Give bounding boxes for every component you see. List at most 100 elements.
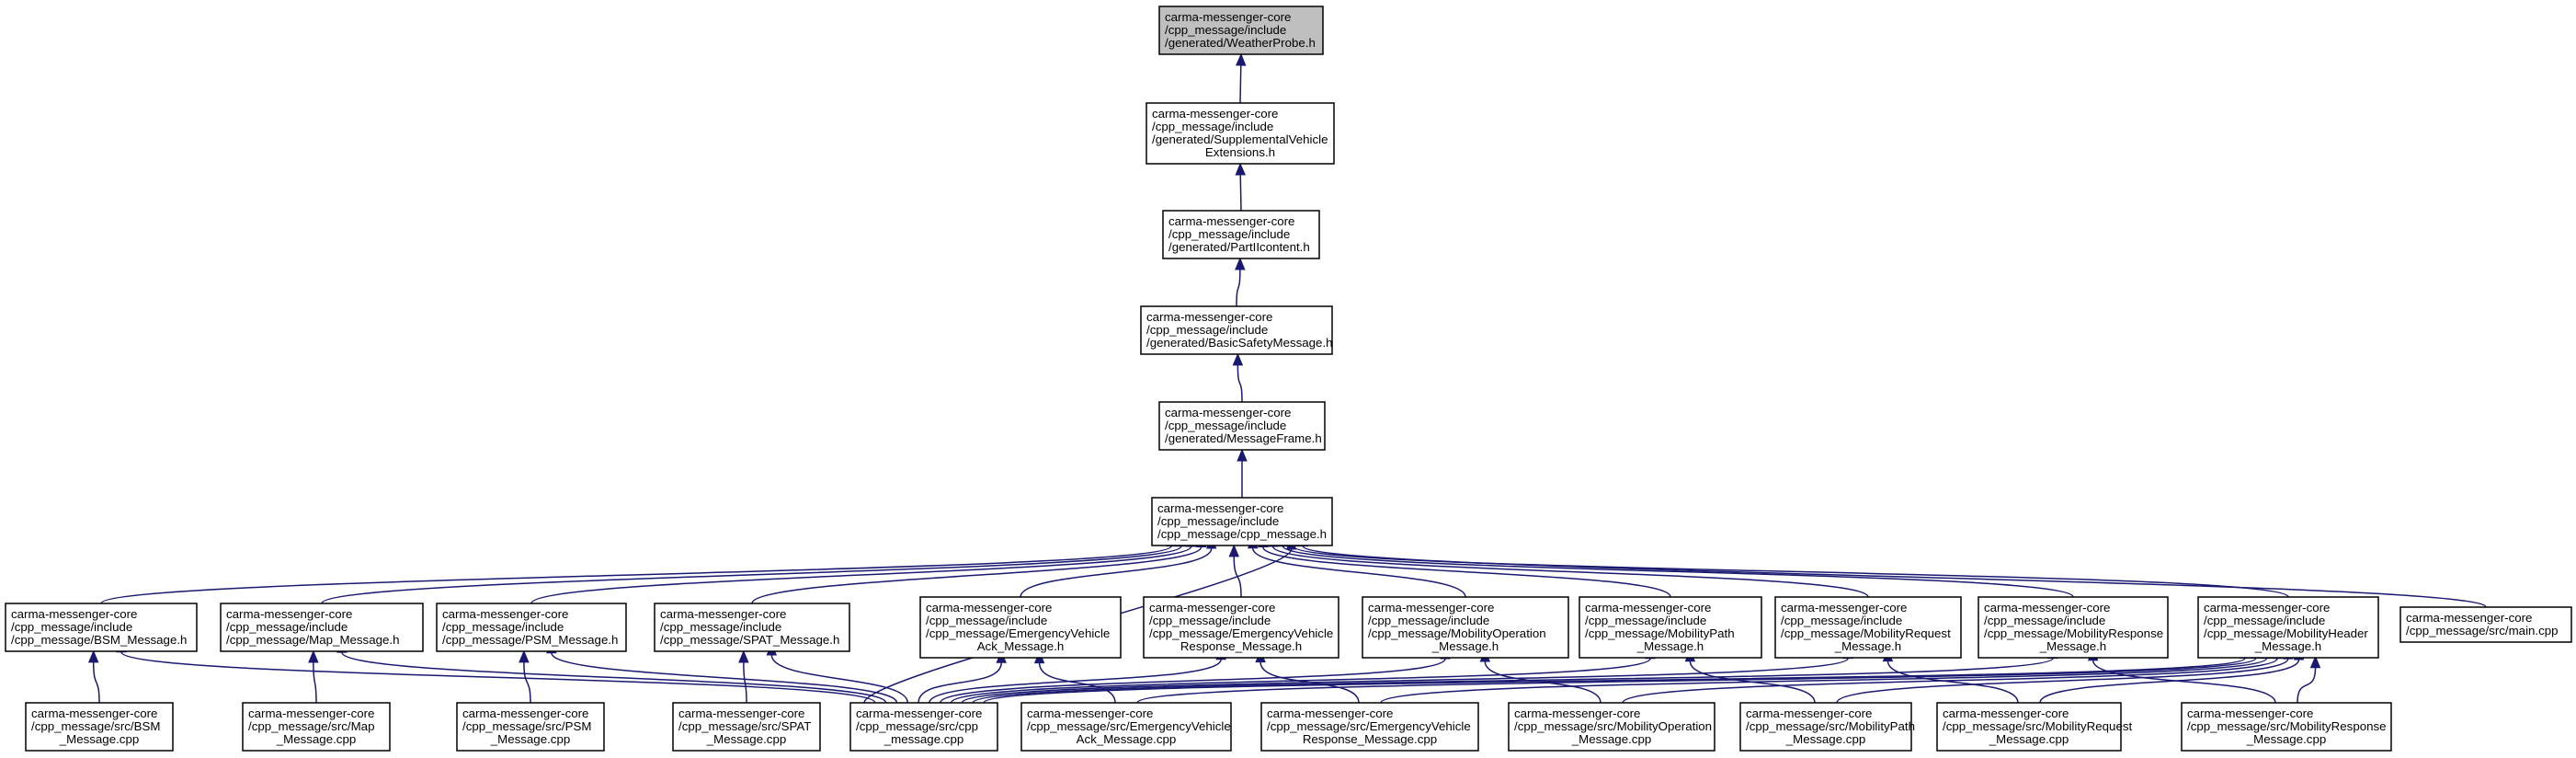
node-psm_h[interactable]: carma-messenger-core/cpp_message/include… — [436, 603, 627, 652]
node-box-evr_h[interactable] — [1143, 596, 1339, 659]
node-label-msgframe-line-0: carma-messenger-core — [1165, 406, 1291, 419]
node-mop_h[interactable]: carma-messenger-core/cpp_message/include… — [1362, 596, 1569, 659]
node-label-bsm_cpp-line-1: /cpp_message/src/BSM — [31, 719, 160, 733]
node-box-psm_cpp[interactable] — [456, 702, 605, 752]
node-label-mop_cpp-line-1: /cpp_message/src/MobilityOperation — [1514, 719, 1712, 733]
node-map_h[interactable]: carma-messenger-core/cpp_message/include… — [220, 603, 424, 652]
node-label-psm_h-line-1: /cpp_message/include — [442, 620, 564, 634]
node-mresp_cpp[interactable]: carma-messenger-core/cpp_message/src/Mob… — [2181, 702, 2392, 752]
node-label-map_h-line-1: /cpp_message/include — [226, 620, 348, 634]
node-box-spat_cpp[interactable] — [672, 702, 821, 752]
node-msgframe[interactable]: carma-messenger-core/cpp_message/include… — [1158, 401, 1326, 451]
edge-mresp_h-to-mresp_cpp — [2092, 660, 2276, 704]
edge-mpath_h-to-cpp_message_cpp — [950, 658, 1651, 704]
edge-cpp_message_h-to-mop_h — [1251, 547, 1466, 598]
node-evr_cpp[interactable]: carma-messenger-core/cpp_message/src/Eme… — [1260, 702, 1479, 752]
edge-mhead_h-to-mresp_cpp — [2297, 667, 2317, 704]
node-box-cpp_message_h[interactable] — [1151, 497, 1333, 546]
node-box-map_h[interactable] — [220, 603, 424, 652]
node-mreq_h[interactable]: carma-messenger-core/cpp_message/include… — [1774, 596, 1962, 659]
node-mhead_h[interactable]: carma-messenger-core/cpp_message/include… — [2197, 596, 2379, 659]
edge-cpp_message_h-to-mreq_h — [1271, 546, 1869, 598]
node-label-psm_h-line-0: carma-messenger-core — [442, 607, 568, 621]
node-box-mresp_cpp[interactable] — [2181, 702, 2392, 752]
node-box-spat_h[interactable] — [654, 603, 850, 652]
node-cpp_message_h[interactable]: carma-messenger-core/cpp_message/include… — [1151, 497, 1333, 546]
edge-spat_h-to-cpp_message_cpp — [770, 654, 909, 704]
node-box-supplemental[interactable] — [1146, 102, 1335, 165]
edge-eva_h-to-eva_cpp — [1038, 662, 1116, 704]
node-box-mhead_h[interactable] — [2197, 596, 2379, 659]
node-box-mreq_cpp[interactable] — [1936, 702, 2122, 752]
node-box-eva_h[interactable] — [919, 596, 1122, 659]
node-partii[interactable]: carma-messenger-core/cpp_message/include… — [1162, 210, 1320, 259]
edge-cpp_message_h-to-main_cpp — [1302, 545, 2487, 608]
node-box-evr_cpp[interactable] — [1260, 702, 1479, 752]
edge-spat_h-to-spat_cpp — [743, 661, 747, 704]
node-mpath_h[interactable]: carma-messenger-core/cpp_message/include… — [1579, 596, 1762, 659]
edge-cpp_message_h-to-map_h — [321, 546, 1182, 604]
node-box-mresp_h[interactable] — [1978, 596, 2169, 659]
node-label-supplemental-line-2: /generated/SupplementalVehicle — [1152, 132, 1328, 146]
node-eva_cpp[interactable]: carma-messenger-core/cpp_message/src/Eme… — [1020, 702, 1232, 752]
node-box-mpath_cpp[interactable] — [1739, 702, 1912, 752]
node-label-mop_h-line-2: /cpp_message/MobilityOperation — [1368, 626, 1546, 640]
edge-psm_h-to-cpp_message_cpp — [551, 652, 898, 704]
arrowhead-supplemental-to-partii — [1235, 162, 1246, 176]
node-eva_h[interactable]: carma-messenger-core/cpp_message/include… — [919, 596, 1122, 659]
node-weather[interactable]: carma-messenger-core/cpp_message/include… — [1158, 6, 1324, 55]
node-mreq_cpp[interactable]: carma-messenger-core/cpp_message/src/Mob… — [1936, 702, 2132, 752]
node-label-cpp_message_h-line-1: /cpp_message/include — [1157, 514, 1279, 528]
node-box-weather[interactable] — [1158, 6, 1324, 55]
node-box-partii[interactable] — [1162, 210, 1320, 259]
edge-bsm_gen-to-msgframe — [1237, 364, 1243, 403]
node-label-bsm_h-line-1: /cpp_message/include — [11, 620, 132, 634]
node-bsm_h[interactable]: carma-messenger-core/cpp_message/include… — [5, 603, 198, 652]
node-box-msgframe[interactable] — [1158, 401, 1326, 451]
node-map_cpp[interactable]: carma-messenger-core/cpp_message/src/Map… — [242, 702, 391, 752]
node-box-cpp_message_cpp[interactable] — [849, 702, 998, 752]
node-box-bsm_gen[interactable] — [1140, 305, 1333, 355]
node-label-spat_cpp-line-1: /cpp_message/src/SPAT — [678, 719, 811, 733]
node-mresp_h[interactable]: carma-messenger-core/cpp_message/include… — [1978, 596, 2169, 659]
node-supplemental[interactable]: carma-messenger-core/cpp_message/include… — [1146, 102, 1335, 165]
node-box-mop_h[interactable] — [1362, 596, 1569, 659]
node-box-mreq_h[interactable] — [1774, 596, 1962, 659]
edge-mhead_h-to-mreq_cpp — [2039, 659, 2300, 704]
node-box-mpath_h[interactable] — [1579, 596, 1762, 659]
node-box-main_cpp[interactable] — [2399, 606, 2572, 643]
node-label-mreq_cpp-line-0: carma-messenger-core — [1943, 706, 2069, 720]
edge-cpp_message_h-to-spat_h — [751, 546, 1203, 604]
node-label-bsm_gen-line-2: /generated/BasicSafetyMessage.h — [1146, 336, 1333, 350]
node-box-psm_h[interactable] — [436, 603, 627, 652]
node-label-weather-line-2: /generated/WeatherProbe.h — [1165, 36, 1316, 50]
edge-mhead_h-to-mpath_cpp — [1836, 658, 2289, 704]
edge-eva_h-to-cpp_message_cpp — [918, 662, 1002, 704]
node-label-mresp_h-line-1: /cpp_message/include — [1984, 614, 2105, 627]
node-box-mop_cpp[interactable] — [1508, 702, 1715, 752]
nodes-layer: carma-messenger-core/cpp_message/include… — [5, 6, 2572, 752]
node-label-mop_cpp-line-0: carma-messenger-core — [1514, 706, 1640, 720]
node-label-eva_cpp-line-1: /cpp_message/src/EmergencyVehicle — [1027, 719, 1231, 733]
node-psm_cpp[interactable]: carma-messenger-core/cpp_message/src/PSM… — [456, 702, 605, 752]
node-label-mop_h-line-1: /cpp_message/include — [1368, 614, 1489, 627]
node-box-bsm_cpp[interactable] — [25, 702, 174, 752]
edge-mop_h-to-cpp_message_cpp — [939, 658, 1446, 704]
node-mpath_cpp[interactable]: carma-messenger-core/cpp_message/src/Mob… — [1739, 702, 1915, 752]
node-evr_h[interactable]: carma-messenger-core/cpp_message/include… — [1143, 596, 1339, 659]
node-spat_cpp[interactable]: carma-messenger-core/cpp_message/src/SPA… — [672, 702, 821, 752]
node-spat_h[interactable]: carma-messenger-core/cpp_message/include… — [654, 603, 850, 652]
node-cpp_message_cpp[interactable]: carma-messenger-core/cpp_message/src/cpp… — [849, 702, 998, 752]
edge-cpp_message_h-to-mresp_h — [1282, 546, 2074, 598]
arrowhead-mhead_h-to-mresp_cpp — [2309, 655, 2321, 669]
node-label-psm_h-line-2: /cpp_message/PSM_Message.h — [442, 633, 618, 647]
node-bsm_gen[interactable]: carma-messenger-core/cpp_message/include… — [1140, 305, 1333, 355]
node-box-bsm_h[interactable] — [5, 603, 198, 652]
node-box-map_cpp[interactable] — [242, 702, 391, 752]
node-main_cpp[interactable]: carma-messenger-core/cpp_message/src/mai… — [2399, 606, 2572, 643]
node-box-eva_cpp[interactable] — [1020, 702, 1232, 752]
node-mop_cpp[interactable]: carma-messenger-core/cpp_message/src/Mob… — [1508, 702, 1715, 752]
node-label-bsm_gen-line-1: /cpp_message/include — [1146, 323, 1268, 337]
node-label-mpath_h-line-3: _Message.h — [1636, 639, 1704, 653]
node-bsm_cpp[interactable]: carma-messenger-core/cpp_message/src/BSM… — [25, 702, 174, 752]
